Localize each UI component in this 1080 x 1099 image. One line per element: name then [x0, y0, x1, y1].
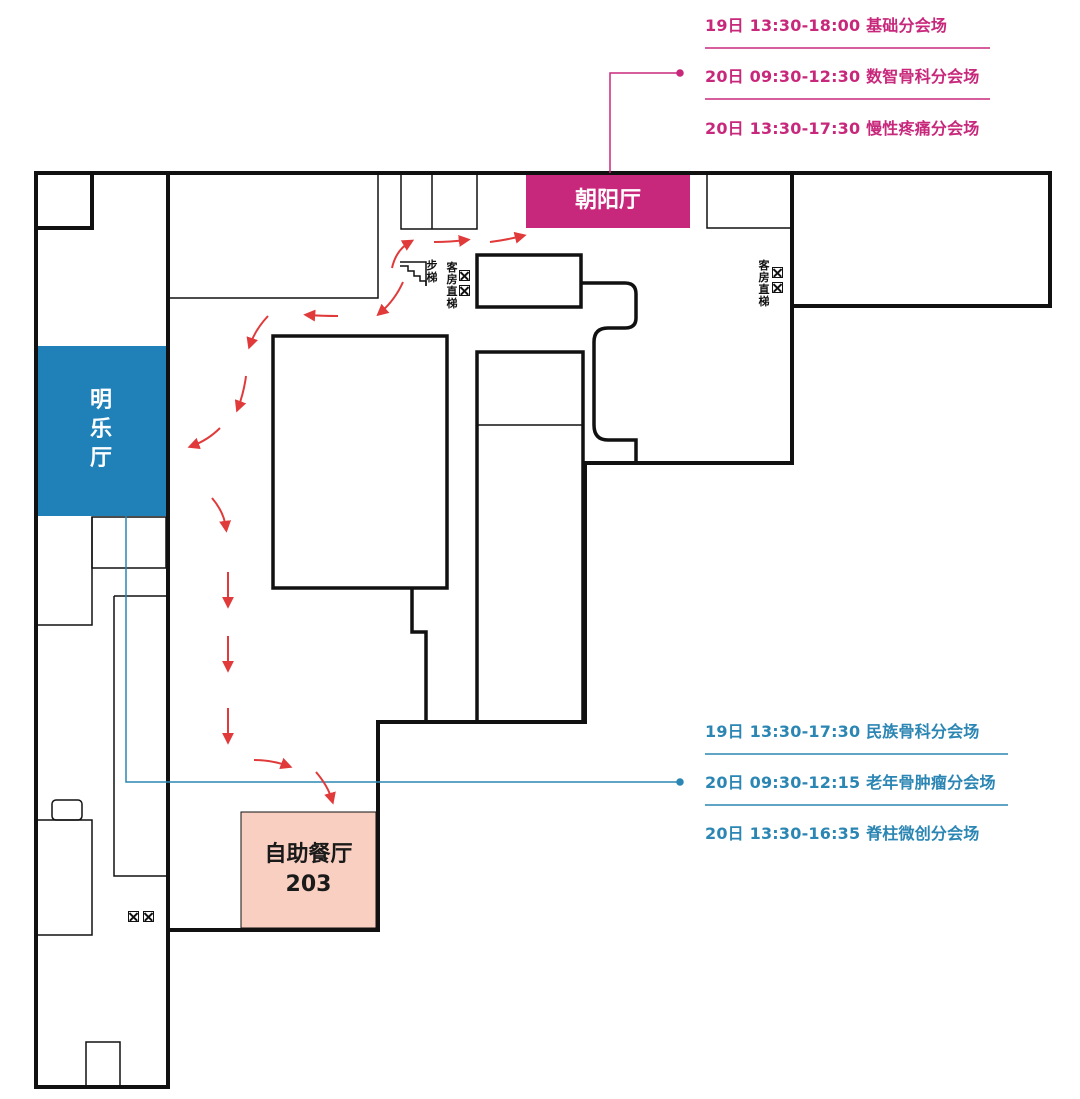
mingle-hall-label: 明乐厅: [89, 388, 112, 471]
buffet-hall-label: 自助餐厅 203: [241, 840, 376, 900]
chaoyang-leader-line: [609, 47, 990, 173]
chaoyang-schedule-3: 20日 13:30-17:30 慢性疼痛分会场: [705, 119, 980, 138]
guest-elevator-label-left: 客房直梯: [446, 261, 458, 310]
mingle-schedule-2: 20日 09:30-12:15 老年骨肿瘤分会场: [705, 773, 996, 792]
route-arrow-icon: [187, 427, 221, 450]
guest-elevator-label-right: 客房直梯: [758, 259, 770, 308]
route-arrow-icon: [303, 309, 339, 322]
elevator-icon: [128, 911, 139, 922]
elevator-icon: [772, 282, 783, 293]
buffet-hall[interactable]: [240, 811, 377, 929]
stairs-label: 步梯: [426, 259, 438, 284]
route-arrow-icon: [433, 234, 471, 247]
mingle-hall[interactable]: [38, 346, 166, 516]
route-arrow-icon: [376, 281, 404, 317]
route-arrow-icon: [246, 315, 269, 350]
buffet-hall-number: 203: [285, 872, 332, 897]
mingle-schedule-3: 20日 13:30-16:35 脊柱微创分会场: [705, 824, 980, 843]
route-arrow-icon: [253, 757, 293, 770]
route-arrow-icon: [489, 231, 527, 244]
route-arrow-icon: [234, 375, 247, 413]
stairs-icon: [400, 261, 427, 286]
elevator-icon: [143, 911, 154, 922]
elevator-icon: [459, 270, 470, 281]
chaoyang-schedule-1: 19日 13:30-18:00 基础分会场: [705, 16, 948, 35]
building-walls: [34, 171, 1052, 1089]
route-arrow-icon: [211, 497, 232, 533]
chaoyang-hall[interactable]: [526, 175, 690, 228]
elevator-icon: [772, 267, 783, 278]
interior-lines: [36, 172, 793, 1088]
route-arrow-icon: [391, 239, 415, 269]
elevator-icon: [459, 285, 470, 296]
route-arrows: [187, 231, 527, 805]
mingle-schedule-1: 19日 13:30-17:30 民族骨科分会场: [705, 722, 980, 741]
chaoyang-hall-label: 朝阳厅: [574, 188, 641, 213]
route-arrow-icon: [315, 771, 336, 805]
chaoyang-schedule-2: 20日 09:30-12:30 数智骨科分会场: [705, 67, 980, 86]
inner-blocks: [271, 253, 638, 724]
mingle-leader-line: [125, 516, 1008, 806]
buffet-hall-name: 自助餐厅: [264, 842, 353, 867]
